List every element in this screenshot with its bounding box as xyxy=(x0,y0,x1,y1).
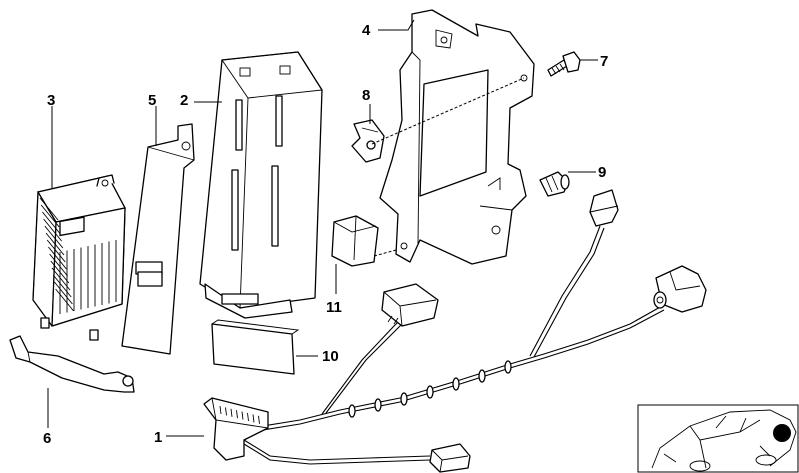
part-11-clip xyxy=(331,215,379,267)
harness-connector-round xyxy=(653,265,707,313)
part-number-6: 6 xyxy=(43,430,51,447)
part-10-pad xyxy=(211,319,300,375)
harness-connector-top xyxy=(589,189,619,227)
part-2-control-unit xyxy=(199,51,323,319)
part-9-plug xyxy=(539,171,570,197)
part-number-4: 4 xyxy=(362,22,371,39)
part-number-5: 5 xyxy=(148,92,156,109)
harness-connector-bottom xyxy=(429,443,471,473)
wiring-harness xyxy=(225,225,665,465)
vent-slots xyxy=(231,95,283,251)
location-marker-icon xyxy=(773,424,791,442)
leader-lines xyxy=(47,19,598,437)
part-number-2: 2 xyxy=(180,92,188,109)
part-3-control-module xyxy=(32,174,126,341)
heat-sink-fins xyxy=(39,197,117,314)
part-number-11: 11 xyxy=(326,299,342,316)
part-5-bracket xyxy=(121,123,195,355)
connector-pins xyxy=(219,405,260,424)
part-number-9: 9 xyxy=(598,164,606,181)
part-number-8: 8 xyxy=(362,87,370,104)
part-number-7: 7 xyxy=(600,53,608,70)
part-number-3: 3 xyxy=(47,92,55,109)
part-8-clip xyxy=(351,119,385,163)
wire-sleeves xyxy=(348,360,512,418)
part-numbers: 3 5 2 4 7 8 9 10 11 6 1 xyxy=(43,22,608,447)
part-6-strap xyxy=(9,335,135,393)
car-location-inset xyxy=(637,404,799,473)
part-4-holder-frame xyxy=(379,9,535,265)
part-7-screw xyxy=(547,51,581,77)
part-number-10: 10 xyxy=(322,348,339,365)
part-1-main-connector xyxy=(203,397,269,461)
harness-connector-mid xyxy=(381,283,439,327)
part-number-1: 1 xyxy=(154,429,162,446)
